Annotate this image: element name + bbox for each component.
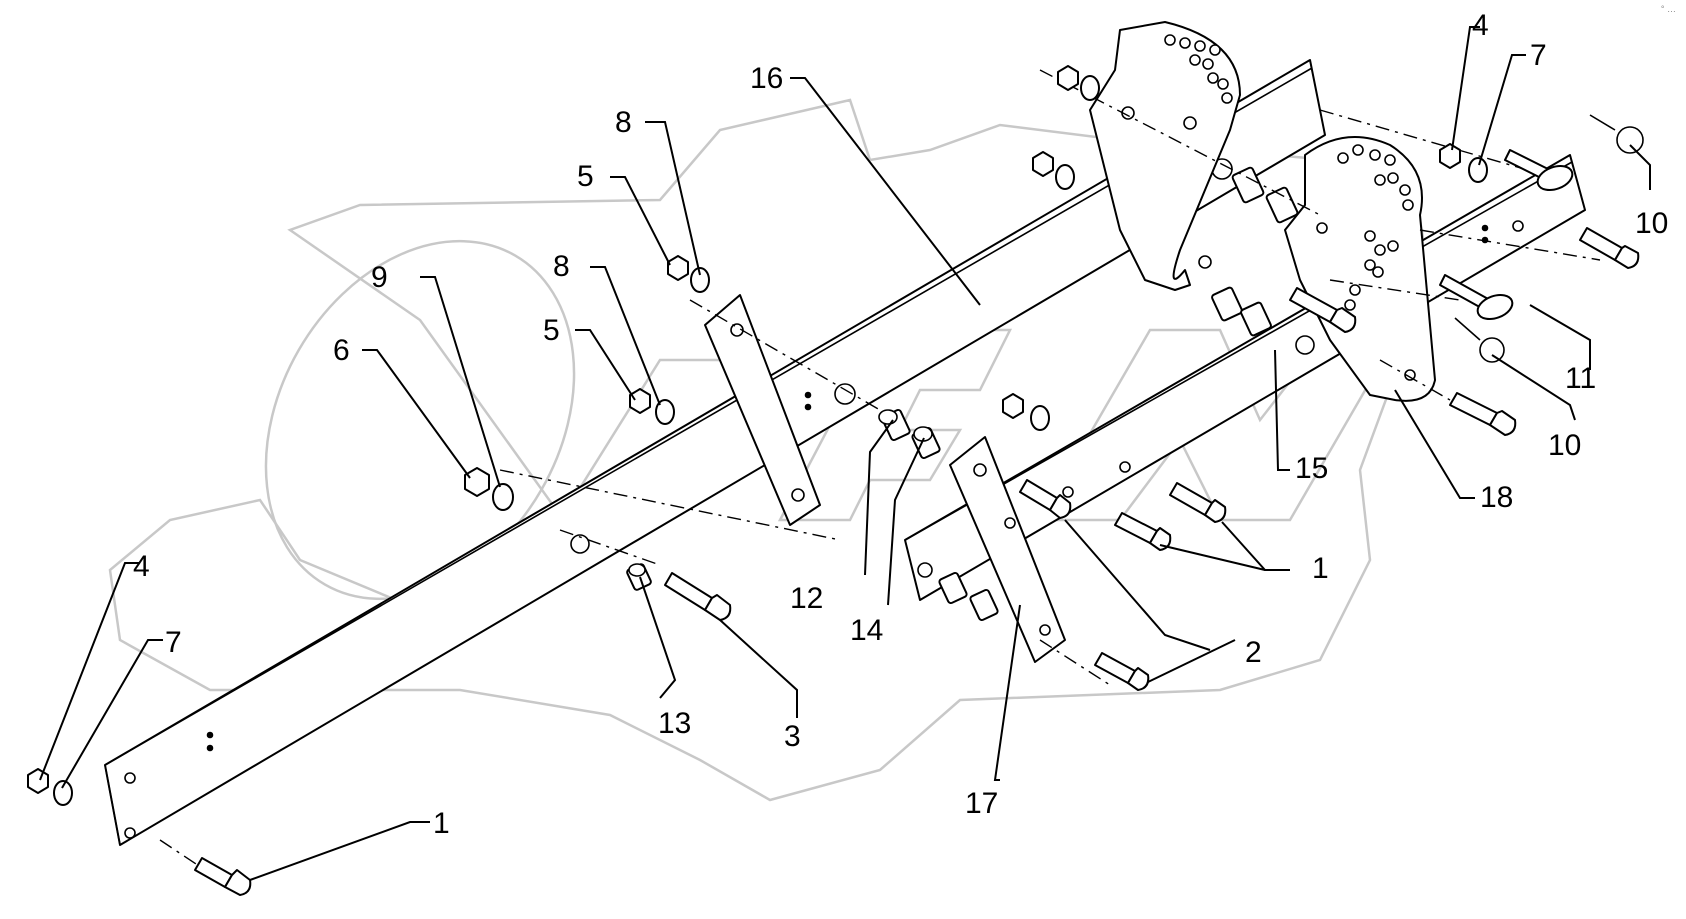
bush-part-13 <box>626 563 652 591</box>
bolt-part-2b <box>1094 652 1150 691</box>
callout-8-upper: 8 <box>615 106 632 139</box>
callout-14: 14 <box>850 614 883 647</box>
pivot-plate-part-18 <box>1284 136 1436 402</box>
top-mounting-plate <box>1089 21 1241 291</box>
bolt-long-pivot <box>1289 287 1357 333</box>
callout-1-left: 1 <box>433 807 450 840</box>
bolts <box>194 227 1640 896</box>
bolt-right-upper <box>1579 227 1640 269</box>
callout-17: 17 <box>965 787 998 820</box>
callout-5-lower: 5 <box>543 314 560 347</box>
pin-part-11 <box>1439 274 1514 321</box>
callout-5-upper: 5 <box>577 160 594 193</box>
bracket-plate-part-17 <box>949 436 1066 663</box>
bushings <box>626 166 1299 622</box>
pivot-plate-holes <box>1316 144 1416 381</box>
bolt-part-1b <box>1169 482 1227 523</box>
ring-pin-part-10-lower <box>1454 317 1505 363</box>
leader-lines <box>39 26 1651 881</box>
callout-1-right: 1 <box>1312 552 1329 585</box>
callout-16: 16 <box>750 62 783 95</box>
top-plate-holes <box>1121 34 1233 269</box>
callout-6: 6 <box>333 334 350 367</box>
bolt-part-2a <box>1019 479 1072 519</box>
nut-part-6-washer-part-9 <box>464 467 514 511</box>
callout-4-right: 4 <box>1472 9 1489 42</box>
callout-3: 3 <box>784 720 801 753</box>
bolt-part-3 <box>664 572 732 621</box>
callout-15: 15 <box>1295 452 1328 485</box>
bush-part-12 <box>878 408 911 442</box>
nut-washer-short-beam <box>1002 393 1050 431</box>
nut-part-5-washer-part-8-lower <box>629 388 675 425</box>
bolt-part-1a <box>1114 512 1172 551</box>
callout-12: 12 <box>790 582 823 615</box>
bolt-part-1-lower-left <box>194 857 252 896</box>
callout-labels: 16 8 5 8 9 6 5 4 7 10 11 10 15 18 1 2 12… <box>133 9 1668 840</box>
callout-7-right: 7 <box>1530 39 1547 72</box>
nut-part-4-washer-part-7-right <box>1439 143 1488 183</box>
callout-7-left: 7 <box>165 626 182 659</box>
callout-9: 9 <box>371 261 388 294</box>
callout-18: 18 <box>1480 481 1513 514</box>
ring-pin-part-10-upper <box>1589 114 1644 154</box>
assembly-axis-lines <box>159 69 1601 871</box>
nut-part-4-washer-part-7-left <box>27 768 73 806</box>
pin-part-11-upper <box>1504 149 1574 192</box>
callout-13: 13 <box>658 707 691 740</box>
pins-and-rings <box>1439 114 1644 363</box>
callout-10-upper: 10 <box>1635 207 1668 240</box>
callout-11: 11 <box>1565 362 1596 395</box>
callout-2: 2 <box>1245 636 1262 669</box>
main-beam-part-16 <box>104 59 1326 846</box>
nut-part-5-washer-part-8-upper <box>667 255 710 293</box>
callout-8-lower: 8 <box>553 250 570 283</box>
bolt-right-lower <box>1449 392 1517 436</box>
nuts-and-washers <box>27 65 1488 806</box>
corner-mark: ° … <box>1660 4 1676 14</box>
bracket-plate-left <box>704 294 821 526</box>
nut-washer-top-2 <box>1032 151 1075 190</box>
callout-4-left: 4 <box>133 550 150 583</box>
nut-washer-top-1 <box>1057 65 1100 101</box>
callout-10-lower: 10 <box>1548 429 1581 462</box>
